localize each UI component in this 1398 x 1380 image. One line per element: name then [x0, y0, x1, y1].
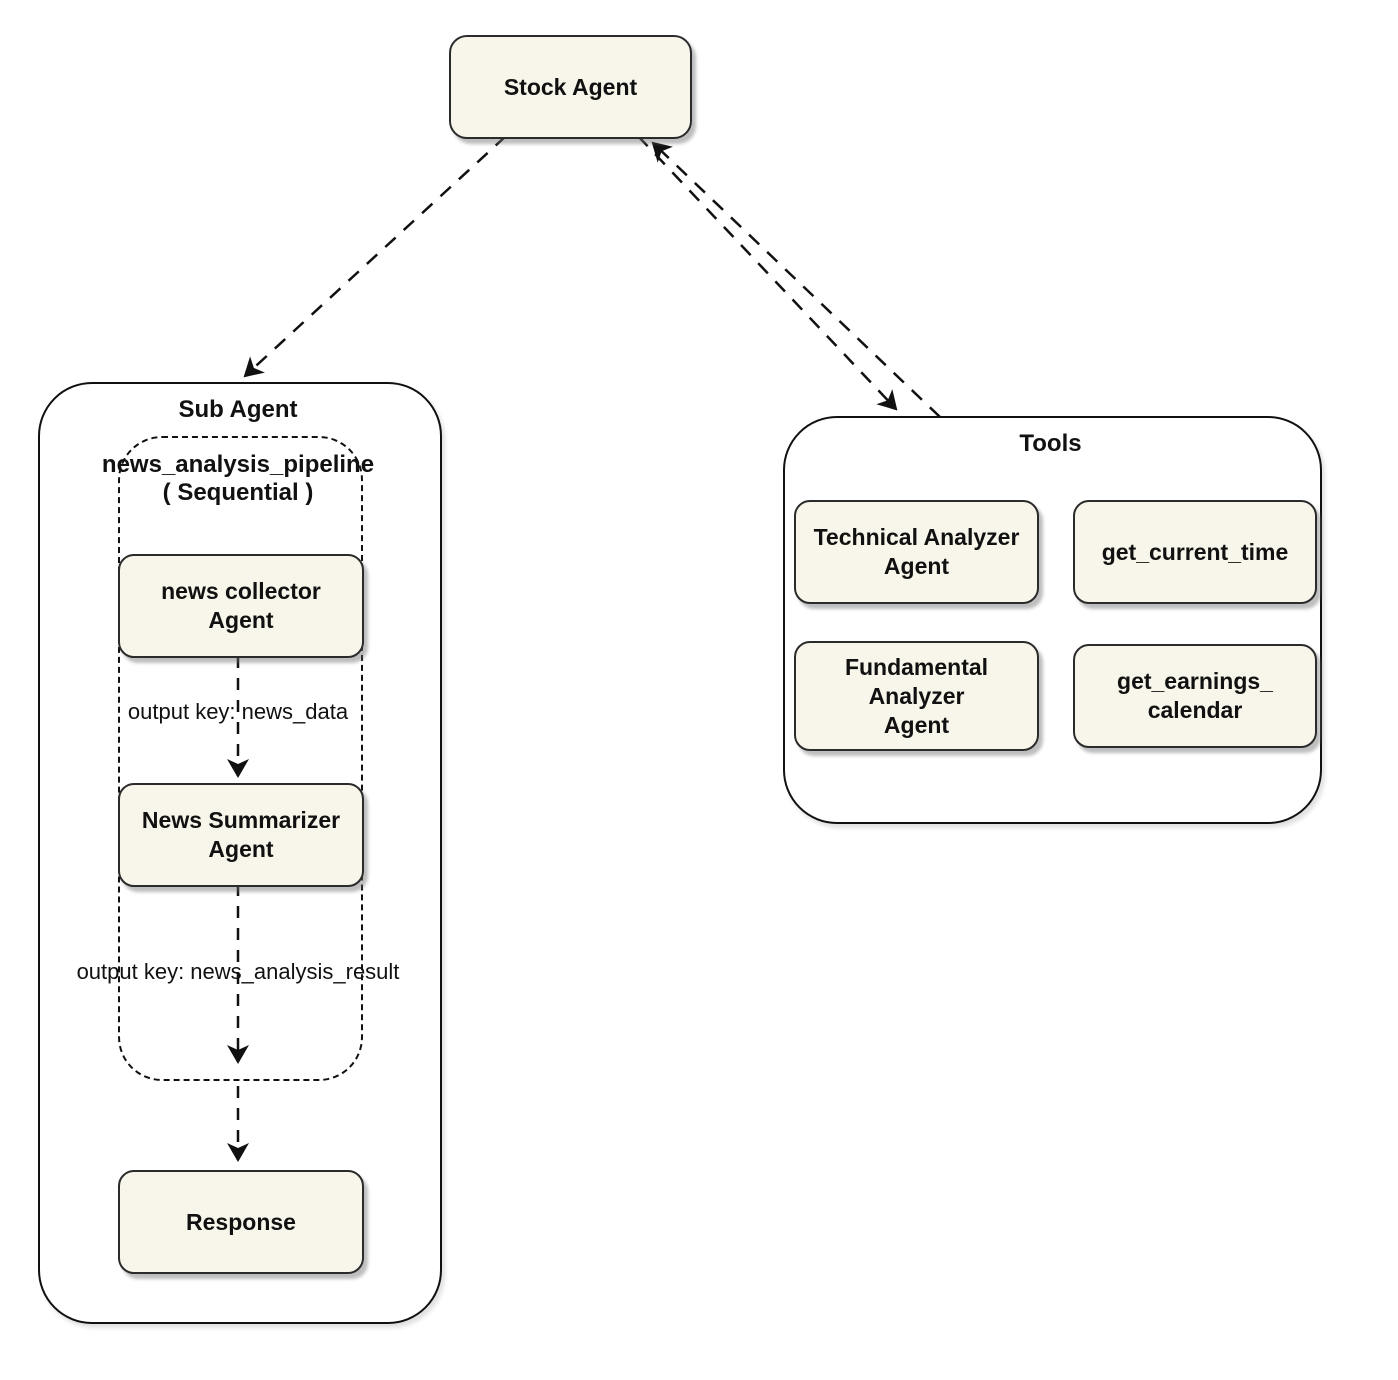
pipeline-title-mode: ( Sequential )	[162, 479, 314, 506]
edge-stock-to-tools	[637, 135, 898, 411]
news-collector-agent-label: news collector Agent	[161, 578, 321, 633]
edge-tools-to-stock	[651, 141, 941, 418]
stock-agent-node: Stock Agent	[449, 35, 692, 139]
technical-analyzer-agent-label: Technical Analyzer Agent	[813, 524, 1020, 579]
get-current-time-label: get_current_time	[1101, 538, 1289, 565]
fundamental-analyzer-agent-label: Fundamental Analyzer Agent	[844, 653, 989, 738]
edge-stock-to-subagent	[243, 135, 507, 378]
pipeline-title: news_analysis_pipeline ( Sequential )	[38, 451, 438, 507]
technical-analyzer-agent-node: Technical Analyzer Agent	[794, 500, 1039, 604]
edge-label-news-data: output key: news_data	[127, 699, 349, 724]
response-label: Response	[186, 1208, 296, 1235]
pipeline-container	[118, 436, 363, 1081]
stock-agent-label: Stock Agent	[503, 73, 638, 100]
news-summarizer-agent-label: News Summarizer Agent	[141, 807, 341, 862]
get-earnings-calendar-node: get_earnings_ calendar	[1073, 644, 1317, 748]
get-earnings-calendar-label: get_earnings_ calendar	[1117, 668, 1273, 723]
tools-container	[783, 416, 1322, 824]
get-current-time-node: get_current_time	[1073, 500, 1317, 604]
news-summarizer-agent-node: News Summarizer Agent	[118, 783, 364, 887]
pipeline-title-name: news_analysis_pipeline	[101, 451, 375, 478]
news-collector-agent-node: news collector Agent	[118, 554, 364, 658]
edge-label-news-analysis-result: output key: news_analysis_result	[76, 959, 400, 984]
tools-title: Tools	[1019, 430, 1082, 457]
fundamental-analyzer-agent-node: Fundamental Analyzer Agent	[794, 641, 1039, 751]
response-node: Response	[118, 1170, 364, 1274]
sub-agent-title: Sub Agent	[178, 396, 298, 423]
